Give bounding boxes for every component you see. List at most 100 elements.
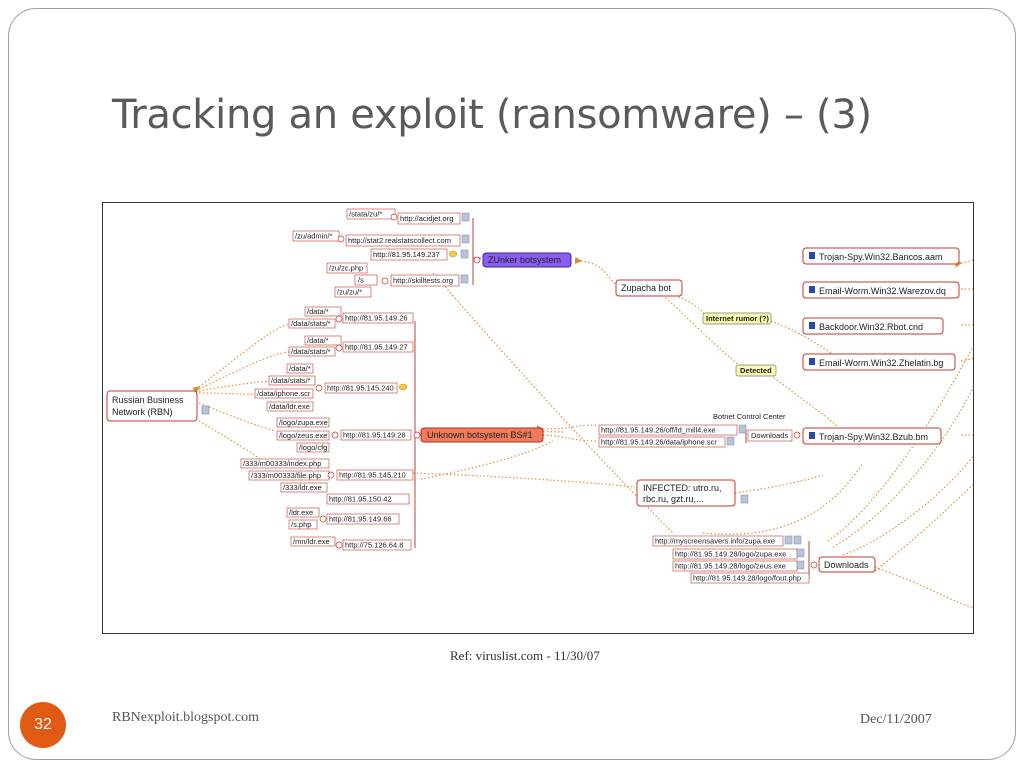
host-path: /zu/zu/* [337,288,362,297]
host-url: http://skilltests.org [393,276,453,285]
download-url: http://81.95.149.28/logo/zeus.exe [675,562,786,571]
figure-caption: Ref: viruslist.com - 11/30/07 [450,648,600,663]
flag-icon [809,252,815,259]
host-url: http://75.126.64.8 [345,541,403,550]
host-path: /logo/zeus.exe [279,431,327,440]
host-path: /data/stats/* [271,376,311,385]
host-path: /333/m00333/index.php [243,459,321,468]
slide-frame [8,8,1016,760]
note-icon [784,535,793,545]
host-path: /logo/zupa.exe [279,418,328,427]
slide-title: Tracking an exploit (ransomware) – (3) [112,92,872,138]
note-icon [726,436,735,446]
unknown-botsystem-label: Unknown botsystem BS#1 [427,430,533,440]
detected-label: Detected [740,366,772,375]
note-icon [796,560,805,570]
bracket-lines [414,218,810,579]
page-number-badge: 32 [20,702,66,748]
malware-label: Trojan-Spy.Win32.Bzub.bm [819,432,928,442]
collapse-toggle [810,561,818,569]
host-url: http://81.95.145.210 [339,471,406,480]
node-internet-rumor: Internet rumor (?) [702,312,772,325]
folder-icon [448,250,458,258]
malware-nodes: Trojan-Spy.Win32.Bancos.aam Email-Worm.W… [802,247,960,445]
note-icon [738,424,747,434]
download-url: http://81.95.149.28/logo/zupa.exe [675,550,786,559]
malware-label: Backdoor.Win32.Rbot.cnd [819,322,923,332]
host-path: /mn/ldr.exe [293,537,330,546]
footer-source: RBNexploit.blogspot.com [112,710,259,725]
host-path: /s.php [291,520,311,529]
rbn-hosts: /data/* /data/stats/* http://81.95.149.2… [240,306,414,551]
note-icon [460,274,469,284]
flag-icon [809,322,815,329]
host-url: http://81.95.149.28 [343,431,406,440]
flag-icon [809,286,815,293]
zunker-label: ZUnker botsystem [488,255,561,265]
note-icon [796,548,805,558]
collapse-toggle [793,431,801,439]
host-url: http://stat2.realstatscollect.com [348,236,451,245]
flag-icon [809,432,815,439]
rbn-label-1: Russian Business [112,395,184,405]
node-zupacha: Zupacha bot [615,279,683,297]
node-zunker: ZUnker botsystem [482,252,572,268]
host-path: /data/* [289,364,311,373]
diagram-canvas: Russian Business Network (RBN) /stata/zu… [106,208,973,609]
host-path: /stata/zu/* [349,210,382,219]
node-unknown-botsystem: Unknown botsystem BS#1 [420,427,544,443]
host-path: /zu/zc.php [329,264,363,273]
exploit-diagram: Russian Business Network (RBN) /stata/zu… [102,202,974,634]
download-url: http://81.95.149.26/off/ld_mill4.exe [601,426,716,435]
folder-icon [398,383,408,391]
download-url: http://81.95.149.26/data/iphone.scr [601,438,717,447]
node-detected: Detected [735,364,777,377]
host-path: /s [358,276,364,285]
host-path: /333/ldr.exe [283,483,322,492]
host-path: /data/* [307,336,329,345]
host-path: /logo/cfg [299,443,327,452]
downloads-b-label: Downloads [824,560,869,570]
downloads-a-label: Downloads [751,431,788,440]
host-url: http://81.95.149.66 [329,515,392,524]
node-infected: INFECTED: utro.ru, rbc.ru, gzt.ru,... [636,479,749,507]
host-url: http://81.95.149.27 [345,343,408,352]
note-icon [461,212,470,222]
host-url: http://81.95.150.42 [329,495,392,504]
note-icon [461,234,470,244]
note-icon [740,494,749,504]
host-path: /data/iphone.scr [257,389,311,398]
rbn-label-2: Network (RBN) [112,407,173,417]
infected-label-1: INFECTED: utro.ru, [643,483,722,493]
downloads-b-group: http://myscreensavers.info/zupa.exe http… [652,535,876,584]
zupacha-label: Zupacha bot [621,283,672,293]
zunker-hosts: /stata/zu/* http://acidjet.org /zu/admin… [292,208,470,298]
host-url: http://81.95.149.237 [373,250,440,259]
host-path: /data/stats/* [291,347,331,356]
collapse-toggles [315,213,481,549]
malware-label: Email-Worm.Win32.Warezov.dq [819,286,946,296]
download-url: http://myscreensavers.info/zupa.exe [655,537,775,546]
host-path: /data/ldr.exe [269,402,310,411]
flag-icon [809,358,815,365]
note-icon [460,249,469,259]
host-url: http://81.95.145.240 [327,384,394,393]
download-url: http://81.95.149.28/logo/fout.php [693,574,801,583]
host-url: http://acidjet.org [400,214,453,223]
internet-rumor-label: Internet rumor (?) [706,314,769,323]
host-path: /data/* [307,307,329,316]
node-rbn: Russian Business Network (RBN) [106,390,210,422]
infected-label-2: rbc.ru, gzt.ru,... [643,494,704,504]
host-path: /333/m00333/file.php [251,471,321,480]
note-icon [793,535,802,545]
botnet-cc-label: Botnet Control Center [713,412,786,421]
downloads-a-group: Botnet Control Center http://81.95.149.2… [598,412,801,448]
host-url: http://81.95.149.26 [345,314,408,323]
malware-label: Email-Worm.Win32.Zhelatin.bg [819,358,943,368]
note-icon [201,405,210,415]
malware-label: Trojan-Spy.Win32.Bancos.aam [819,252,943,262]
host-path: /zu/admin/* [295,232,333,241]
host-path: /data/stats/* [291,319,331,328]
footer-date: Dec/11/2007 [860,712,932,727]
host-path: /ldr.exe [289,508,313,517]
